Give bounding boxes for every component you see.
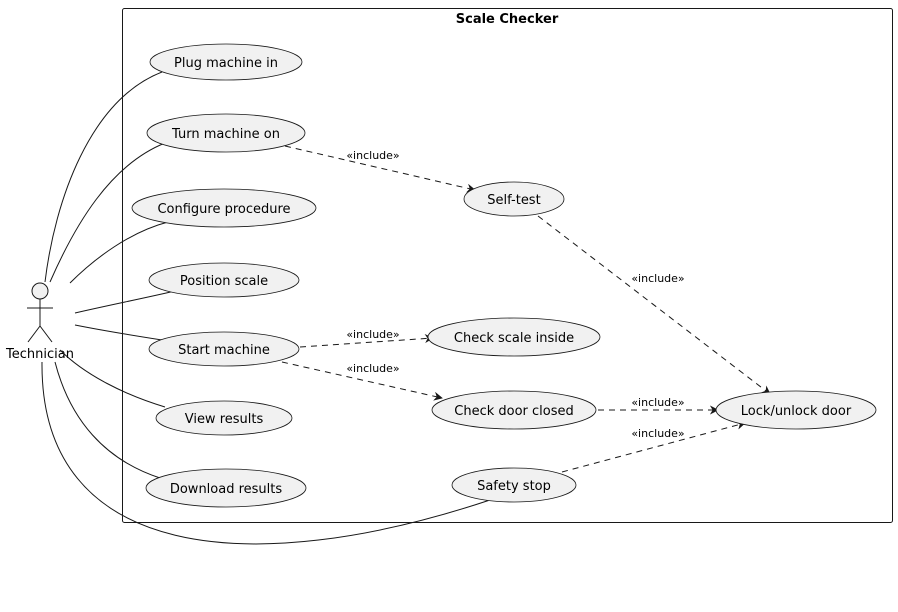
use-case-check-scale-inside[interactable]: Check scale inside (427, 317, 601, 357)
use-case-start-machine[interactable]: Start machine (148, 331, 300, 367)
use-case-view-results[interactable]: View results (155, 400, 293, 436)
use-case-turn-machine-on[interactable]: Turn machine on (146, 113, 306, 153)
association-position (74, 290, 176, 314)
use-case-label: Check door closed (454, 404, 574, 419)
association-download (54, 361, 161, 479)
include-start-check-door (281, 361, 443, 401)
use-case-configure-procedure[interactable]: Configure procedure (131, 188, 317, 228)
use-case-label: Plug machine in (174, 56, 278, 71)
use-case-label: Self-test (487, 193, 540, 208)
association-turn-on (49, 142, 166, 283)
use-case-label: Turn machine on (171, 127, 280, 142)
use-case-download-results[interactable]: Download results (145, 468, 307, 508)
use-case-label: Configure procedure (157, 202, 290, 217)
actor-technician[interactable]: Technician (5, 282, 74, 362)
use-case-self-test[interactable]: Self-test (463, 181, 565, 217)
include-label-safety-stop-lock: «include» (631, 427, 684, 440)
actor-label: Technician (5, 347, 74, 362)
use-case-safety-stop[interactable]: Safety stop (451, 467, 577, 503)
include-label-start-check-door: «include» (346, 362, 399, 375)
actor-head (31, 282, 49, 300)
use-case-plug-machine-in[interactable]: Plug machine in (149, 43, 303, 81)
association-plug-in (44, 71, 163, 283)
use-case-check-door-closed[interactable]: Check door closed (431, 390, 597, 430)
include-safety-stop-lock (561, 420, 746, 473)
associations (41, 71, 491, 545)
use-case-label: View results (185, 412, 264, 427)
include-label-start-check-scale: «include» (346, 328, 399, 341)
system-boundary: Scale Checker (122, 8, 893, 523)
include-label-self-test-lock: «include» (631, 272, 684, 285)
use-case-label: Safety stop (477, 479, 551, 494)
system-title: Scale Checker (456, 12, 559, 27)
use-case-label: Download results (170, 482, 283, 497)
association-configure (69, 221, 169, 284)
use-case-label: Start machine (178, 343, 270, 358)
association-start (74, 324, 163, 341)
include-start-check-scale (299, 334, 434, 348)
actor-left-leg (27, 325, 41, 343)
use-case-lock-unlock-door[interactable]: Lock/unlock door (715, 390, 877, 430)
association-safety-stop (41, 361, 491, 545)
include-self-test-lock (537, 215, 771, 395)
use-case-label: Lock/unlock door (741, 404, 852, 419)
actor-right-leg (39, 325, 53, 343)
use-case-label: Position scale (180, 274, 268, 289)
association-view (59, 349, 166, 408)
use-case-label: Check scale inside (454, 331, 574, 346)
include-dependencies: «include» «include» «include» «include» … (281, 145, 771, 473)
use-case-position-scale[interactable]: Position scale (148, 262, 300, 298)
include-label-turn-on-self-test: «include» (346, 149, 399, 162)
include-label-check-door-lock: «include» (631, 396, 684, 409)
